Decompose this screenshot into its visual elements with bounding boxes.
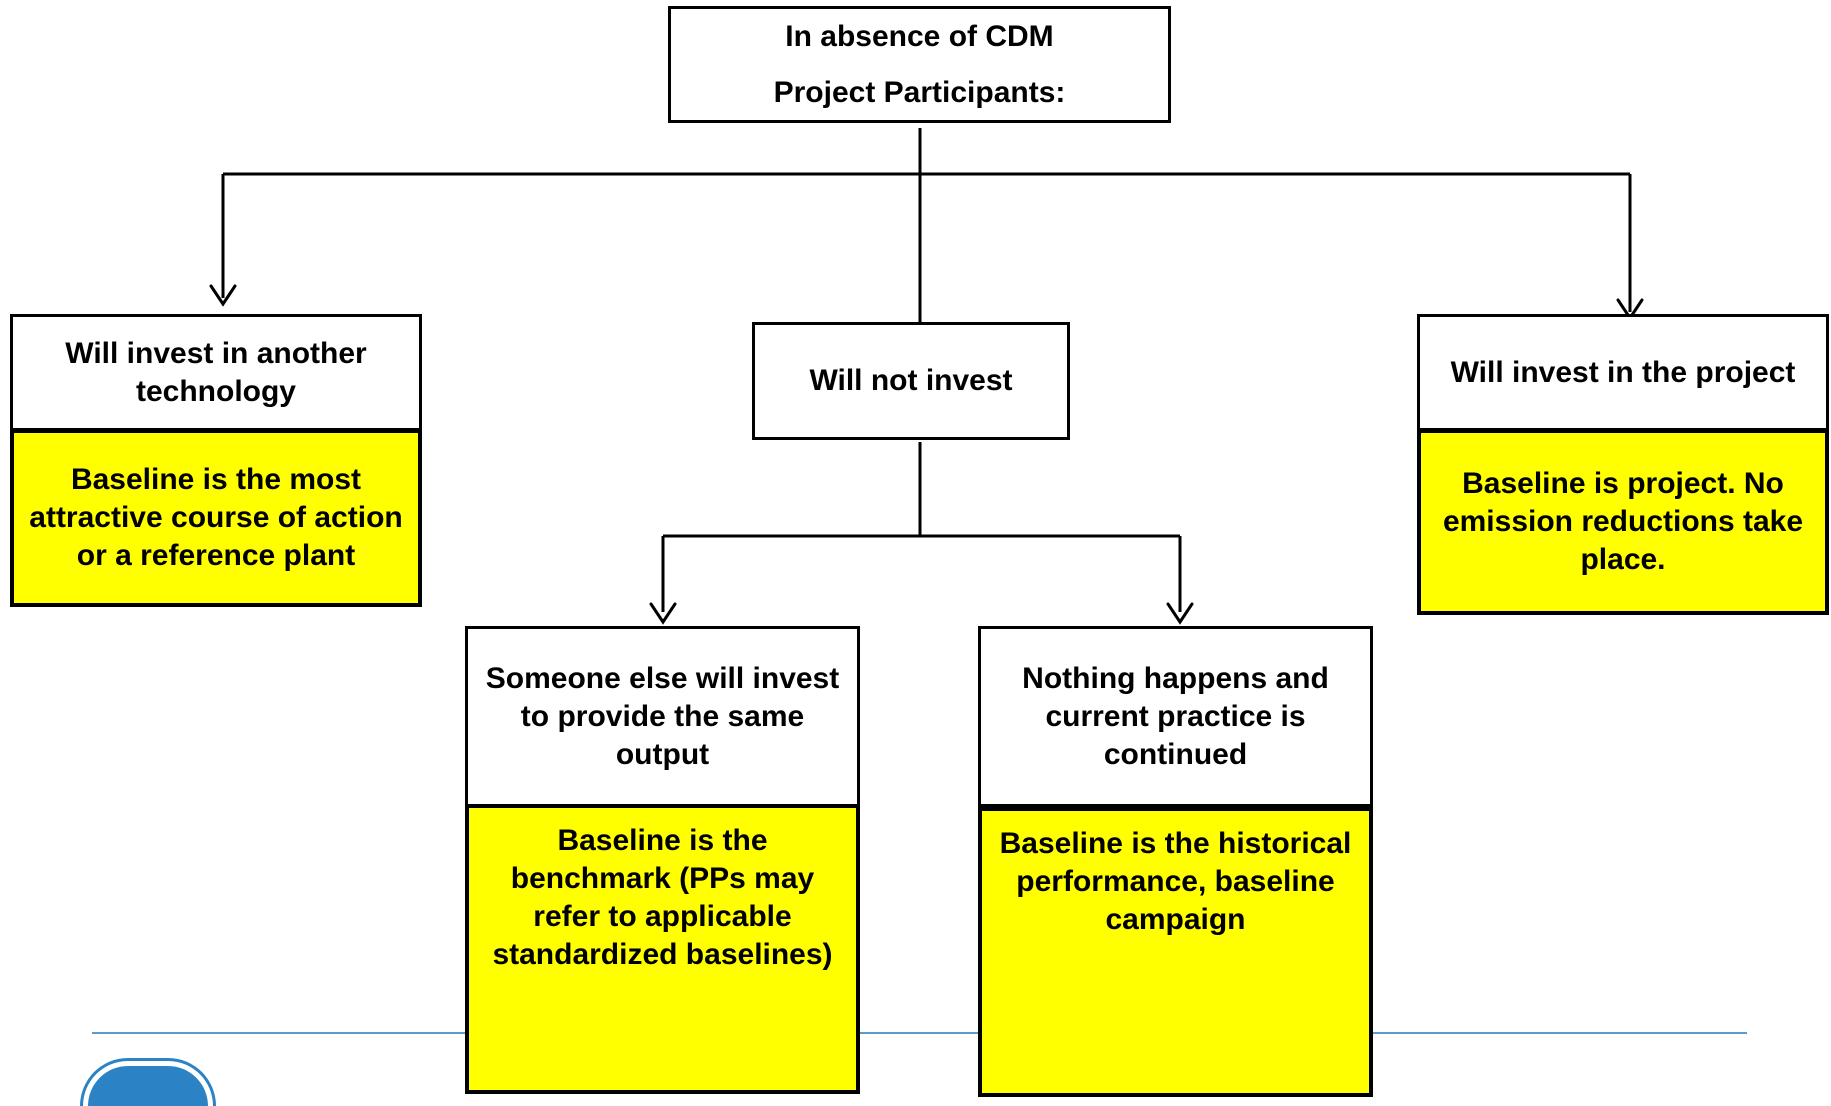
- option-invest-in-project: Will invest in the project: [1417, 314, 1829, 431]
- baseline-benchmark: Baseline is the benchmark (PPs may refer…: [465, 804, 860, 1094]
- arrowhead-left: [209, 284, 237, 307]
- baseline-most-attractive: Baseline is the most attractive course o…: [10, 429, 422, 607]
- arrowhead-sub-left: [649, 602, 677, 625]
- footer-rule: [92, 1032, 1747, 1034]
- root-node: In absence of CDM Project Participants:: [668, 6, 1171, 123]
- baseline-historical-performance: Baseline is the historical performance, …: [978, 807, 1373, 1097]
- arrowhead-sub-right: [1166, 602, 1194, 625]
- option-will-not-invest: Will not invest: [752, 322, 1070, 440]
- un-emblem-globe: [88, 1066, 208, 1106]
- option-another-technology: Will invest in another technology: [10, 314, 422, 431]
- option-someone-else-invests: Someone else will invest to provide the …: [465, 626, 860, 807]
- baseline-is-project: Baseline is project. No emission reducti…: [1417, 429, 1829, 615]
- connector-lines: [209, 128, 1644, 625]
- option-nothing-happens: Nothing happens and current practice is …: [978, 626, 1373, 807]
